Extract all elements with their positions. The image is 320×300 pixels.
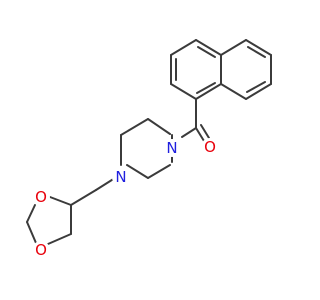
oxygen-label: O: [204, 138, 216, 156]
dioxolane-ring: [26, 196, 72, 245]
double-bond: [246, 81, 266, 93]
molecule-structure-diagram: O N N O O: [26, 39, 272, 259]
bond: [245, 39, 272, 56]
bond: [147, 164, 171, 179]
oxygen-label: O: [35, 188, 47, 206]
nitrogen-label: N: [166, 139, 177, 157]
oxygen-label: O: [35, 241, 47, 259]
bond: [147, 118, 171, 135]
bond: [126, 164, 149, 179]
atom-O-ring-lower: O: [32, 241, 50, 259]
double-bond: [196, 82, 216, 94]
double-bond: [200, 124, 210, 139]
atom-O-carbonyl: O: [201, 138, 219, 156]
naphthalene-group: [170, 39, 272, 100]
bond: [195, 83, 222, 100]
nitrogen-label: N: [115, 168, 126, 186]
bond: [120, 118, 149, 136]
bond: [26, 221, 37, 244]
bond: [170, 39, 197, 56]
bond: [26, 204, 36, 223]
carbonyl-group: [181, 98, 210, 142]
double-bond: [197, 46, 216, 58]
bond: [49, 196, 72, 206]
ethyl-linker: [70, 177, 116, 206]
atom-O-ring-upper: O: [32, 188, 50, 206]
bond: [170, 83, 197, 100]
bond: [195, 39, 222, 56]
atom-N-amide: N: [163, 139, 181, 157]
double-bond: [247, 46, 266, 58]
bond: [245, 83, 272, 100]
bond: [95, 177, 116, 191]
piperazine-ring: [120, 118, 173, 179]
bond: [70, 189, 97, 206]
bond: [220, 83, 247, 100]
bond: [181, 127, 197, 138]
atom-N-amine: N: [112, 168, 130, 186]
bond: [220, 39, 247, 56]
bond: [47, 233, 72, 245]
double-bond: [195, 127, 205, 142]
